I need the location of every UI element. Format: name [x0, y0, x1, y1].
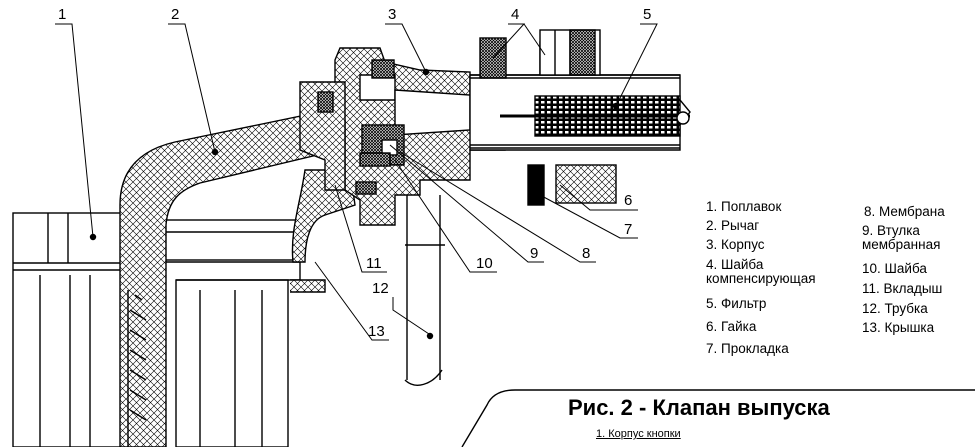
- callout-number: 6: [624, 192, 633, 209]
- legend-item: 9. Втулка мембранная: [862, 223, 941, 253]
- gasket-part: [527, 164, 545, 206]
- nut-part: [555, 164, 617, 204]
- callout-number: 10: [476, 255, 493, 272]
- legend-item: 13. Крышка: [862, 320, 935, 335]
- legend-item: 11. Вкладыш: [862, 281, 943, 296]
- legend-item: 12. Трубка: [862, 301, 928, 316]
- callout-number: 2: [171, 6, 180, 23]
- figure-title: Рис. 2 - Клапан выпуска: [568, 395, 830, 420]
- float-part: [12, 212, 326, 447]
- callout-number: 1: [58, 6, 67, 23]
- legend-item: 8. Мембрана: [864, 204, 945, 219]
- callout-number: 12: [372, 280, 389, 297]
- callout-number: 13: [368, 323, 385, 340]
- callout-number: 4: [511, 6, 520, 23]
- sub-caption: 1. Корпус кнопки: [596, 428, 681, 440]
- legend-item: 3. Корпус: [706, 237, 765, 252]
- callout-number: 8: [582, 245, 591, 262]
- legend-item: 7. Прокладка: [706, 341, 789, 356]
- legend-item: 1. Поплавок: [706, 199, 782, 214]
- legend-item: 10. Шайба: [862, 261, 927, 276]
- callout-number: 11: [366, 255, 382, 272]
- legend-item: 6. Гайка: [706, 319, 757, 334]
- callout-number: 7: [624, 221, 633, 238]
- legend-item: 2. Рычаг: [706, 218, 760, 233]
- tube-part: [406, 195, 441, 380]
- legend-item: 5. Фильтр: [706, 296, 767, 311]
- callout-number: 5: [643, 6, 652, 23]
- insert-part: [291, 169, 356, 263]
- callout-number: 3: [388, 6, 397, 23]
- callout-number: 9: [530, 245, 539, 262]
- legend-item: 4. Шайба компенсирующая: [706, 257, 816, 287]
- cap-part: [299, 81, 346, 191]
